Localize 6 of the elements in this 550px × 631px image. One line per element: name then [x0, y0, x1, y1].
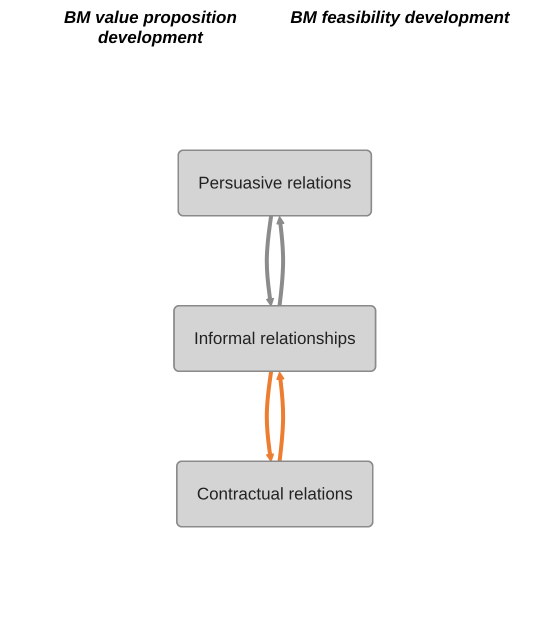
arrow	[265, 216, 275, 307]
arrow	[276, 216, 286, 306]
arrow	[265, 371, 275, 462]
section-label: BM feasibility development	[290, 8, 510, 29]
section-label: BM value proposition development	[62, 8, 238, 48]
arrow	[276, 371, 286, 462]
